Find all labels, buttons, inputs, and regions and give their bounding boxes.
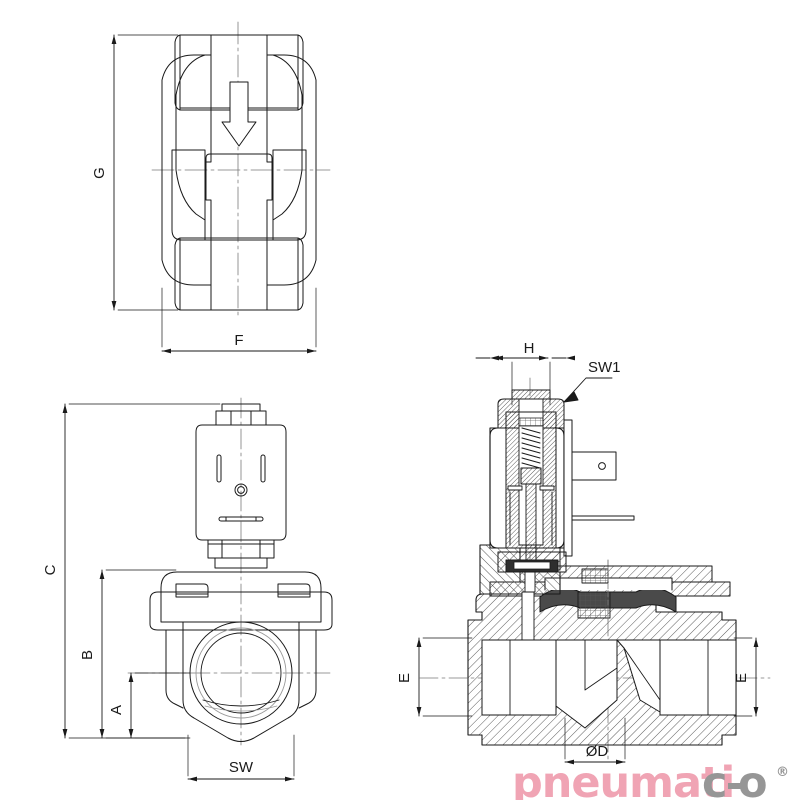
dimension-label-B: B bbox=[79, 650, 96, 660]
dimension-label-SW: SW bbox=[229, 759, 254, 776]
section-body-metal bbox=[467, 593, 737, 746]
dimension-A: A bbox=[108, 672, 191, 739]
dimension-label-D: ØD bbox=[586, 743, 609, 760]
dimension-G: G bbox=[91, 34, 179, 311]
front-view-group: C B A SW bbox=[42, 397, 333, 782]
brand-logo: pneumati c o ® bbox=[512, 758, 789, 800]
logo-text-primary: pneumati bbox=[512, 758, 734, 800]
dimension-label-SW1: SW1 bbox=[588, 359, 621, 376]
top-view-upper-hex bbox=[174, 34, 304, 111]
front-view-valve-body bbox=[165, 621, 317, 742]
dimension-E-right: E bbox=[733, 637, 759, 717]
section-armature-tube bbox=[497, 389, 565, 561]
top-view-coil-right bbox=[266, 54, 317, 286]
top-view-group: G F bbox=[91, 21, 331, 354]
dimension-label-G: G bbox=[91, 167, 108, 179]
dimension-H: H bbox=[475, 340, 575, 406]
front-view-coil-housing bbox=[195, 424, 287, 541]
dimension-E-left: E bbox=[396, 637, 473, 717]
logo-text-secondary-o: o bbox=[738, 758, 768, 800]
logo-trademark-symbol: ® bbox=[776, 765, 789, 780]
dimension-label-H: H bbox=[524, 340, 535, 357]
logo-connector-dash bbox=[728, 783, 746, 789]
top-view-central-body bbox=[205, 109, 273, 239]
dimension-label-C: C bbox=[42, 564, 59, 575]
dimension-SW: SW bbox=[187, 734, 295, 782]
logo-text-secondary-c: c bbox=[702, 758, 728, 800]
dimension-D: ØD bbox=[564, 717, 626, 765]
flow-direction-arrow bbox=[221, 81, 257, 147]
dimension-F: F bbox=[161, 287, 317, 354]
section-seat-pack bbox=[497, 551, 567, 641]
front-view-bonnet bbox=[149, 571, 333, 631]
section-diaphragm-assembly bbox=[489, 559, 731, 621]
section-return-spring bbox=[521, 427, 541, 469]
front-view-armature-nut bbox=[207, 539, 275, 569]
dimension-label-E-right: E bbox=[733, 673, 750, 683]
dimension-label-A: A bbox=[108, 705, 125, 715]
dimension-label-F: F bbox=[234, 332, 243, 349]
top-view-coil-left bbox=[161, 54, 212, 286]
dimension-B: B bbox=[79, 569, 186, 739]
top-view-lower-hex bbox=[174, 237, 304, 311]
dimension-label-E-left: E bbox=[396, 673, 413, 683]
dimension-SW1: SW1 bbox=[563, 359, 621, 403]
section-view-group: H SW1 E E bbox=[396, 340, 771, 765]
